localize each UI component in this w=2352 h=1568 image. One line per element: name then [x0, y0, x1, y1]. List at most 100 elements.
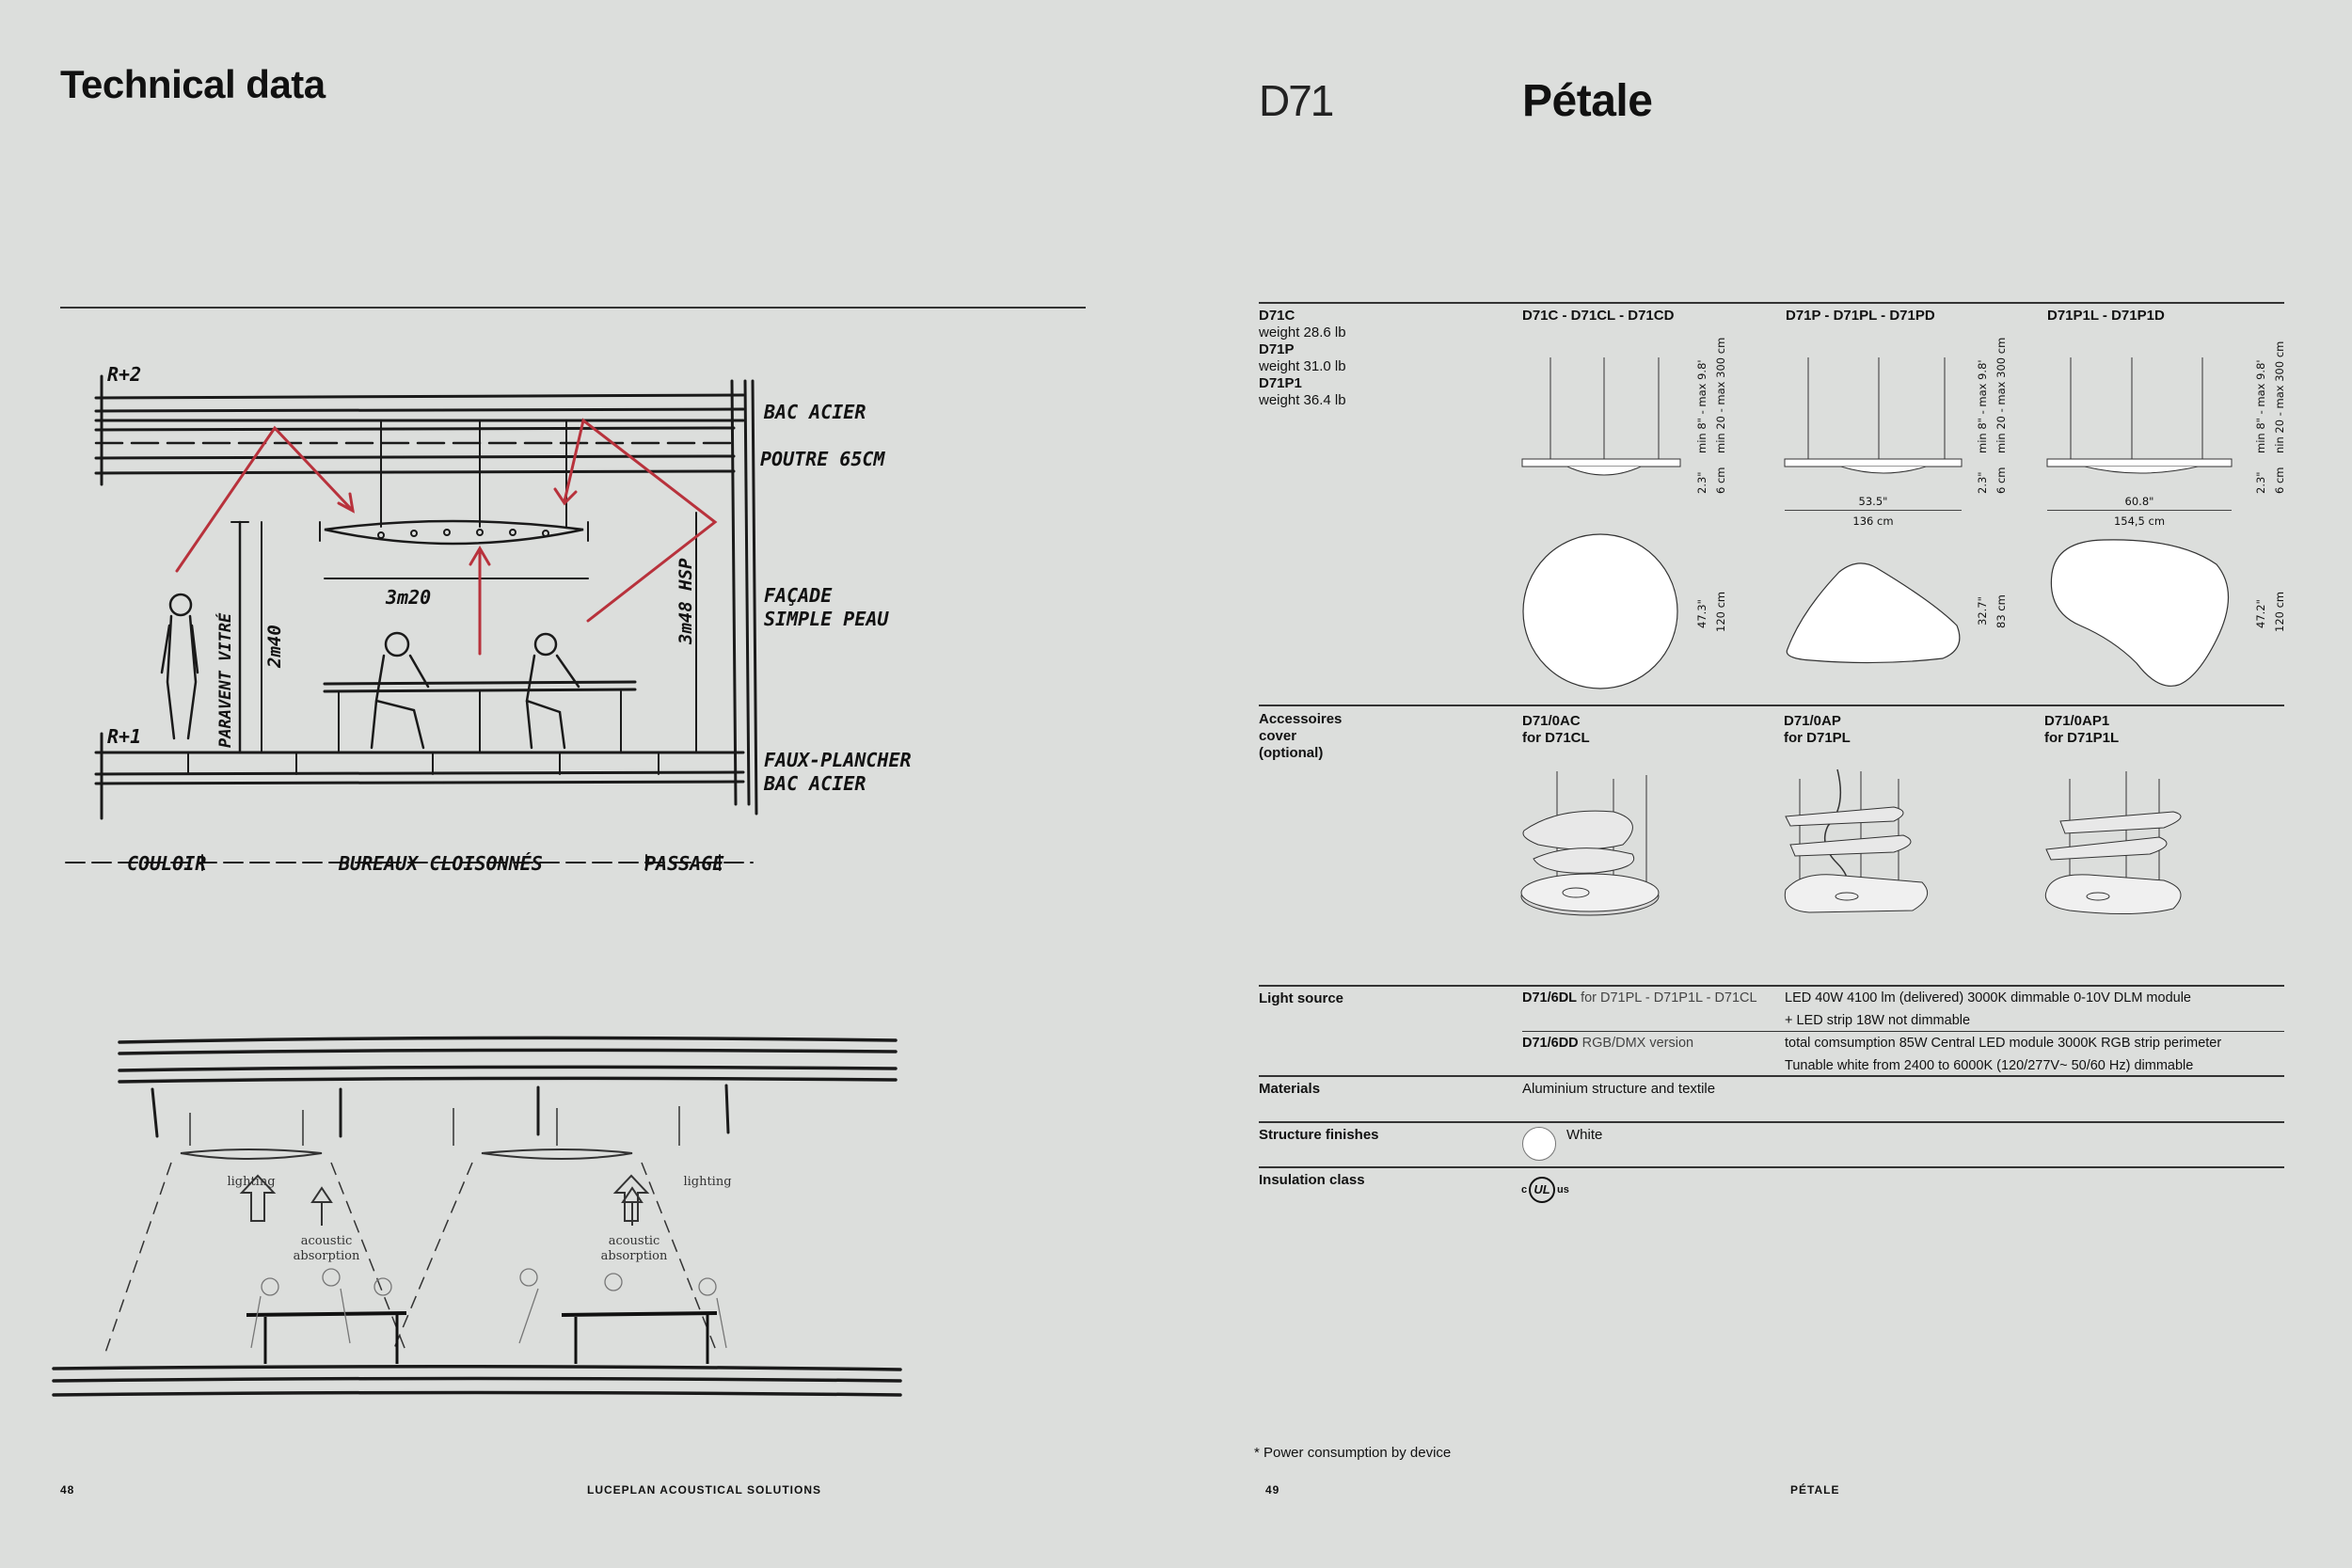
label-acoustic-2: acoustic [609, 1234, 660, 1248]
accessory-2-drawing [1784, 768, 1929, 913]
accessories-label-3: (optional) [1259, 745, 1324, 761]
finishes-label: Structure finishes [1259, 1127, 1379, 1143]
dim-suspension-cm: min 20 - max 300 cm [1714, 337, 1727, 453]
cul-us: us [1557, 1184, 1569, 1196]
dim-suspension-cm: nin 20 - max 300 cm [2273, 341, 2286, 453]
label-paravent: PARAVENT VITRÉ [215, 612, 235, 748]
dim-height-cm: 6 cm [1714, 467, 1727, 495]
light-source-row: D71/6DD RGB/DMX version [1522, 1032, 1693, 1054]
light-source-desc: total comsumption 85W Central LED module… [1785, 1032, 2221, 1077]
dim-height-in: 2.3" [2254, 471, 2267, 494]
accessory-3-drawing [2044, 771, 2182, 915]
variant-2-elevation [1784, 357, 1963, 474]
accessory-1-drawing [1520, 771, 1660, 916]
variant-3-elevation [2046, 357, 2233, 474]
row-rule [1259, 705, 2284, 706]
accessory-code: D71/0AP [1784, 713, 1841, 729]
variant-1-plan [1522, 533, 1678, 689]
weight-model: D71C [1259, 308, 1295, 324]
dim-suspension-in: min 8" - max 9.8' [2254, 359, 2267, 453]
section-sketch-drawing: R+2 R+1 BAC ACIER POUTRE 65CM FAÇADE SIM… [65, 363, 912, 875]
light-note: for D71PL - D71P1L - D71CL [1581, 990, 1757, 1006]
row-rule [1259, 1121, 2284, 1123]
weight-value: weight 36.4 lb [1259, 392, 1346, 408]
light-desc-line: Tunable white from 2400 to 6000K (120/27… [1785, 1058, 2194, 1073]
light-desc-line: LED 40W 4100 lm (delivered) 3000K dimmab… [1785, 990, 2191, 1006]
light-note: RGB/DMX version [1581, 1036, 1694, 1051]
accessories-label-1: Accessoires [1259, 711, 1343, 727]
insulation-label: Insulation class [1259, 1172, 1365, 1188]
dim-height-in: 2.3" [1695, 471, 1708, 494]
label-height-2: 3m48 HSP [675, 558, 696, 645]
label-lighting-left: lighting [227, 1175, 275, 1189]
accessory-code: D71/0AP1 [2044, 713, 2110, 729]
cul-ul: UL [1529, 1177, 1555, 1203]
variant-header: D71C - D71CL - D71CD [1522, 308, 1675, 324]
dim-plan-cm: 120 cm [1714, 591, 1727, 632]
variant-2-plan [1786, 562, 1961, 664]
label-faux-plancher: FAUX-PLANCHER [764, 749, 912, 771]
light-desc-line: + LED strip 18W not dimmable [1785, 1013, 1971, 1028]
dim-height-cm: 6 cm [1994, 467, 2008, 495]
dim-suspension-cm: min 20 - max 300 cm [1994, 337, 2008, 453]
cul-c: c [1521, 1184, 1528, 1196]
row-rule [1259, 1075, 2284, 1077]
dim-height-in: 2.3" [1976, 471, 1989, 494]
label-bac-acier: BAC ACIER [763, 401, 866, 423]
divider [60, 307, 1086, 309]
dim-height-cm: 6 cm [2273, 467, 2286, 495]
label-r1: R+1 [107, 725, 141, 748]
label-absorption-1: absorption [294, 1249, 360, 1263]
dim-width-in: 60.8" [2124, 495, 2154, 508]
product-name: Pétale [1522, 76, 1653, 126]
weight-model: D71P1 [1259, 375, 1302, 391]
accessories-label-2: cover [1259, 728, 1297, 744]
light-desc-line: total comsumption 85W Central LED module… [1785, 1036, 2222, 1051]
table-top-rule [1259, 302, 2284, 304]
accessory-for: for D71PL [1784, 730, 1851, 746]
accessory-item: D71/0AC for D71CL [1522, 713, 1590, 747]
label-passage: PASSAGE [644, 852, 724, 875]
light-source-desc: LED 40W 4100 lm (delivered) 3000K dimmab… [1785, 987, 2191, 1032]
light-code: D71/6DL [1522, 990, 1578, 1006]
variant-1-elevation [1521, 357, 1681, 476]
page-title: Technical data [60, 62, 326, 106]
materials-value: Aluminium structure and textile [1522, 1081, 1716, 1097]
cul-us-mark-icon: c UL us [1521, 1177, 1578, 1205]
row-rule [1259, 1166, 2284, 1168]
left-footer: LUCEPLAN ACOUSTICAL SOLUTIONS [587, 1483, 822, 1497]
dim-width-cm: 154,5 cm [2113, 515, 2166, 528]
label-facade: FAÇADE [764, 584, 833, 607]
materials-label: Materials [1259, 1081, 1321, 1097]
accessories-label: Accessoires cover (optional) [1259, 711, 1342, 762]
section-sketch: R+2 R+1 BAC ACIER POUTRE 65CM FAÇADE SIM… [56, 362, 922, 889]
acoustic-sketch: lighting lighting acoustic absorption ac… [49, 1014, 905, 1409]
accessory-code: D71/0AC [1522, 713, 1581, 729]
dim-plan-cm: 83 cm [1994, 594, 2008, 628]
right-footer: PÉTALE [1790, 1483, 1840, 1497]
dim-plan-in: 32.7" [1976, 596, 1989, 626]
dim-width-line [2047, 510, 2232, 511]
label-acoustic-1: acoustic [301, 1234, 353, 1248]
dim-plan-in: 47.3" [1695, 599, 1708, 628]
label-couloir: COULOIR [127, 852, 206, 875]
white-swatch-icon [1522, 1127, 1556, 1161]
label-bac-acier-2: BAC ACIER [763, 772, 866, 795]
label-absorption-2: absorption [601, 1249, 668, 1263]
product-code: D71 [1259, 76, 1334, 125]
dim-plan-cm: 120 cm [2273, 591, 2286, 632]
acoustic-sketch-drawing: lighting lighting acoustic absorption ac… [52, 1036, 902, 1397]
light-code: D71/6DD [1522, 1036, 1579, 1051]
right-page-number: 49 [1265, 1483, 1280, 1497]
weights-list: D71C weight 28.6 lb D71P weight 31.0 lb … [1259, 308, 1346, 409]
light-source-label: Light source [1259, 990, 1344, 1006]
label-bureaux: BUREAUX CLOISONNÉS [338, 852, 543, 875]
light-source-row: D71/6DL for D71PL - D71P1L - D71CL [1522, 987, 1757, 1009]
accessory-for: for D71CL [1522, 730, 1590, 746]
row-rule [1259, 985, 2284, 987]
accessory-for: for D71P1L [2044, 730, 2120, 746]
accessory-item: D71/0AP for D71PL [1784, 713, 1851, 747]
weight-value: weight 28.6 lb [1259, 325, 1346, 341]
label-poutre: POUTRE 65CM [760, 448, 885, 470]
variant-header: D71P1L - D71P1D [2047, 308, 2165, 324]
